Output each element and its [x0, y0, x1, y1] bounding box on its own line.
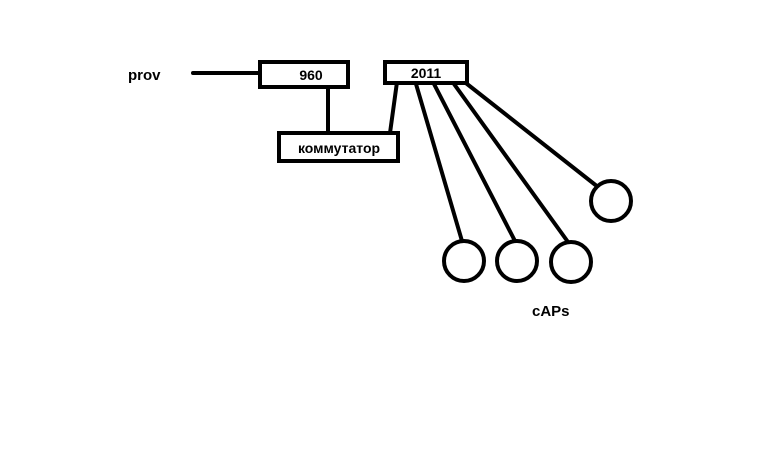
switch-to-router-2011-link [388, 80, 399, 135]
router-2011-node: 2011 [383, 60, 469, 85]
router-960-node: 960 [258, 60, 350, 89]
access-point-3 [549, 240, 593, 284]
provider-label: prov [128, 67, 161, 84]
access-point-1 [442, 239, 486, 283]
ap-link-2 [432, 82, 517, 243]
router-2011-box [383, 60, 469, 85]
router-960-box [258, 60, 350, 89]
switch-label: коммутатор [298, 140, 380, 156]
switch-node: коммутатор [277, 131, 400, 163]
router-2011-label: 2011 [411, 65, 442, 81]
router-960-label: 960 [299, 67, 323, 83]
switch-box [277, 131, 400, 163]
access-point-2 [495, 239, 539, 283]
ap-link-3 [452, 82, 570, 244]
access-point-4 [589, 179, 633, 223]
ap-link-1 [414, 82, 464, 243]
access-points-label: cAPs [532, 303, 570, 320]
ap-link-4 [460, 78, 600, 189]
